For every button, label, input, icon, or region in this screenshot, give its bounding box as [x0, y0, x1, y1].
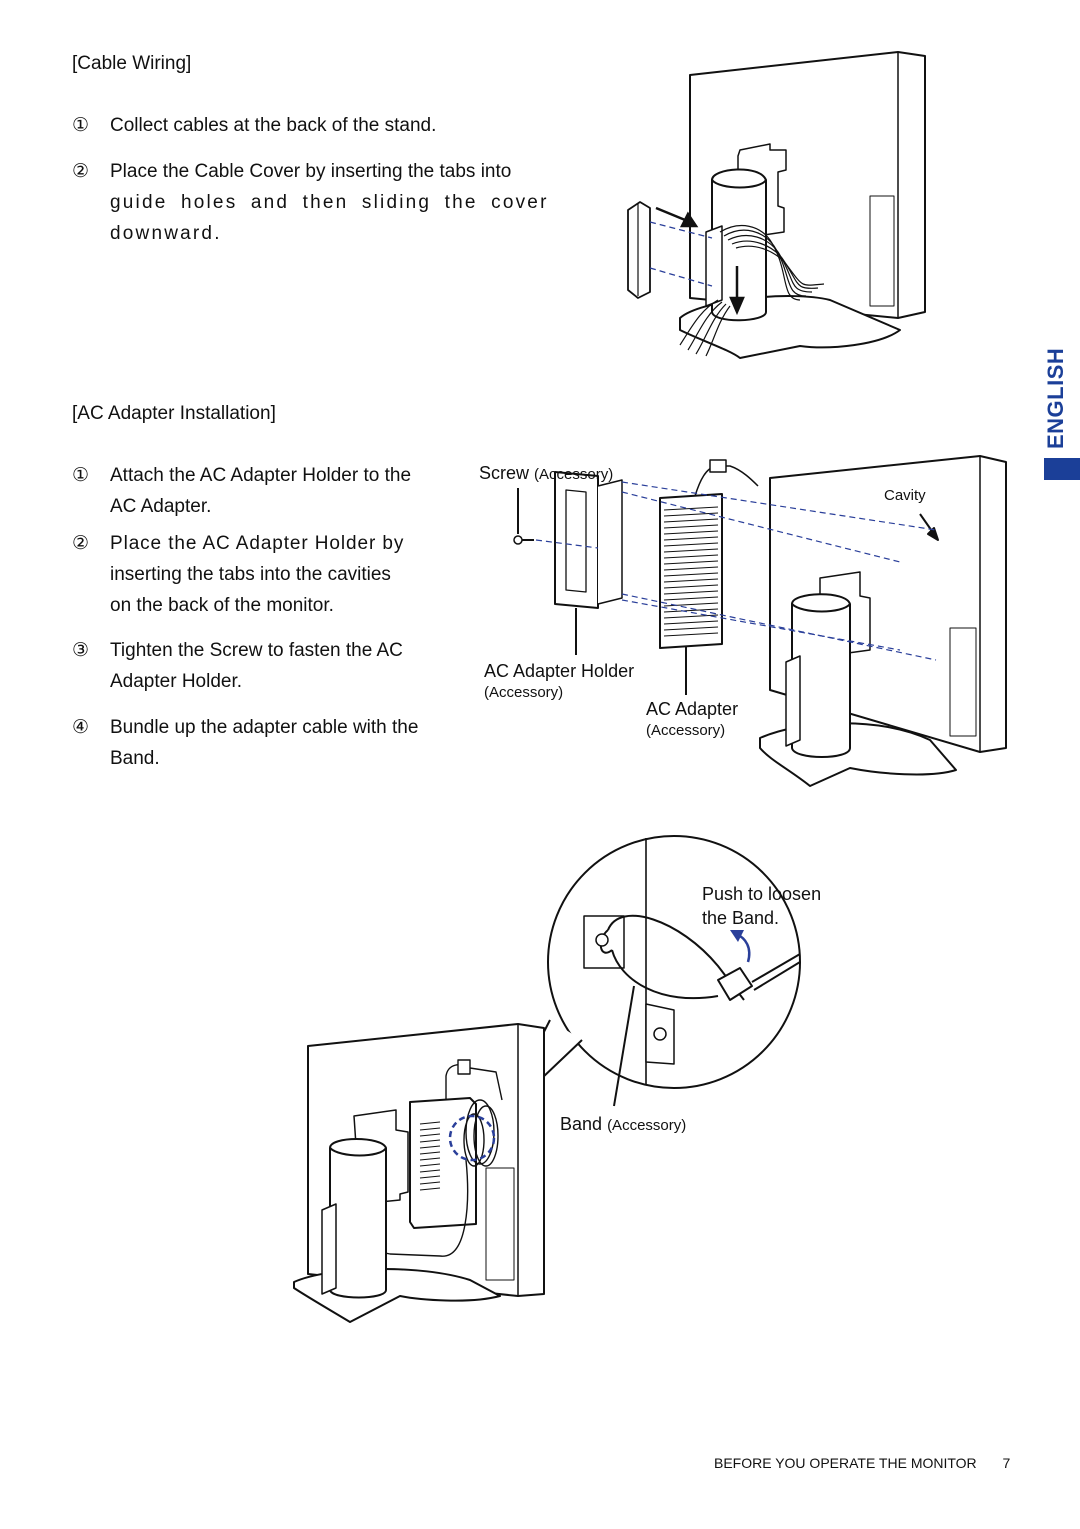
step-line: AC Adapter.: [110, 496, 212, 517]
language-tab-label: ENGLISH: [1043, 347, 1068, 449]
holder-note: (Accessory): [484, 684, 564, 701]
language-tab-marker: [1044, 458, 1080, 480]
step-line: Bundle up the adapter cable with the: [110, 717, 419, 738]
ac-step-1: ① Attach the AC Adapter Holder to the AC…: [72, 460, 452, 522]
page-number: 7: [1002, 1455, 1011, 1471]
step-text: Collect cables at the back of the stand.: [110, 115, 437, 136]
step-line: downward.: [110, 223, 222, 244]
language-tab: ENGLISH: [1040, 347, 1080, 480]
screw-label-note: (Accessory): [534, 466, 614, 483]
screw-label: Screw (Accessory): [479, 462, 613, 486]
step-line: Attach the AC Adapter Holder to the: [110, 465, 412, 486]
step-number: ③: [72, 640, 90, 661]
cavity-label: Cavity: [884, 487, 926, 504]
ac-step-3: ③ Tighten the Screw to fasten the AC Ada…: [72, 635, 452, 697]
step-number: ①: [72, 465, 90, 486]
ac-step-2: ② Place the AC Adapter Holder by inserti…: [72, 528, 452, 621]
step-line: Adapter Holder.: [110, 671, 243, 692]
step-number: ②: [72, 161, 90, 182]
page-footer: BEFORE YOU OPERATE THE MONITOR 7: [714, 1455, 1010, 1471]
adapter-note: (Accessory): [646, 722, 726, 739]
step-line: Tighten the Screw to fasten the AC: [110, 640, 403, 661]
step-line: inserting the tabs into the cavities: [110, 564, 391, 585]
step-line: guide holes and then sliding the cover: [110, 192, 549, 213]
step-line: on the back of the monitor.: [110, 595, 334, 616]
cable-step-1: ① Collect cables at the back of the stan…: [72, 110, 552, 141]
adapter-label: AC Adapter: [646, 699, 739, 719]
push-label-line2: the Band.: [702, 908, 780, 928]
step-line: Place the Cable Cover by inserting the t…: [110, 161, 512, 182]
screw-label-text: Screw: [479, 463, 530, 483]
band-label-note: (Accessory): [607, 1117, 687, 1134]
band-label: Band (Accessory): [560, 1113, 686, 1137]
ac-adapter-heading: [AC Adapter Installation]: [72, 403, 276, 424]
band-label-text: Band: [560, 1114, 603, 1134]
cable-step-2: ② Place the Cable Cover by inserting the…: [72, 156, 552, 249]
cable-wiring-heading: [Cable Wiring]: [72, 53, 192, 74]
step-number: ①: [72, 115, 90, 136]
ac-step-4: ④ Bundle up the adapter cable with the B…: [72, 712, 452, 774]
footer-section: BEFORE YOU OPERATE THE MONITOR: [714, 1455, 977, 1471]
step-line: Place the AC Adapter Holder by: [110, 533, 405, 554]
holder-label: AC Adapter Holder: [484, 661, 635, 681]
step-line: Band.: [110, 748, 160, 769]
push-label-line1: Push to loosen: [702, 884, 822, 904]
step-number: ④: [72, 717, 90, 738]
step-number: ②: [72, 533, 90, 554]
